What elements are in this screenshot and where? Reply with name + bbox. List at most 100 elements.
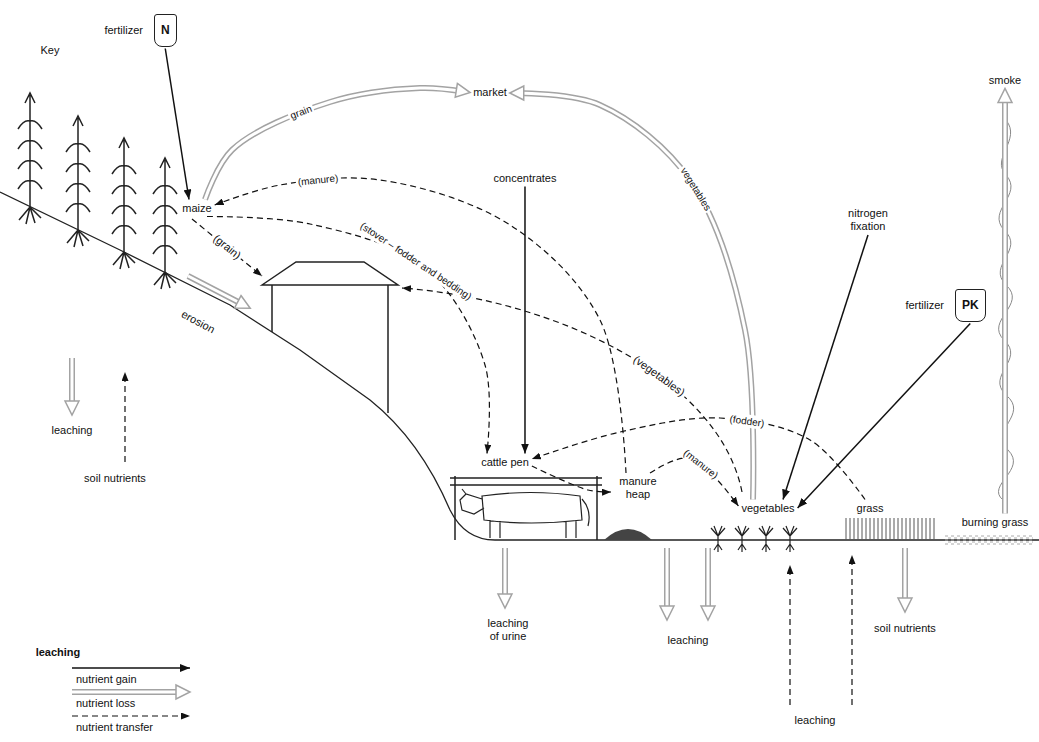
soil-nutrient-arrow xyxy=(789,565,790,705)
gain-connector xyxy=(798,324,971,509)
legend-label: nutrient gain xyxy=(76,673,137,685)
loss-connector xyxy=(205,88,463,200)
loss-arrow xyxy=(666,548,669,613)
trans-connector xyxy=(207,216,489,453)
burnt-grass xyxy=(945,535,1033,545)
maize-plant xyxy=(66,116,90,247)
callout-label: (grain) xyxy=(209,231,245,264)
flow-label: (manure) xyxy=(680,445,723,483)
key-gain-sample xyxy=(72,667,190,669)
gain-connector xyxy=(524,187,525,454)
flow-label: (manure) xyxy=(296,171,342,188)
node-label: market xyxy=(472,86,508,99)
key-transfer-sample xyxy=(72,715,190,716)
node-label: cattle pen xyxy=(480,456,530,469)
loss-arrow-outline xyxy=(72,358,905,613)
vegetable-plant xyxy=(711,526,725,552)
loss-arrow xyxy=(707,548,710,613)
connector-line xyxy=(783,235,868,500)
destination-label: market xyxy=(472,86,508,99)
callout-label: soil nutrients xyxy=(872,622,938,635)
callout-label: leaching xyxy=(793,714,838,727)
node-label: nitrogen fixation xyxy=(837,207,899,233)
connector-line xyxy=(207,216,489,453)
grass-blades xyxy=(845,518,937,540)
callout-label: soil nutrients xyxy=(82,472,148,485)
node-label: concentrates xyxy=(493,172,558,185)
callout-label: leaching xyxy=(50,424,95,437)
cattle-pen-frame xyxy=(450,476,602,540)
loss-arrow xyxy=(71,358,74,408)
trans-connector xyxy=(215,178,626,473)
flow-label: grain xyxy=(286,101,315,123)
erosion-arrow xyxy=(188,276,244,305)
node-label: vegetables xyxy=(740,502,795,515)
legend-entry: nutrient loss xyxy=(76,697,135,710)
connector-line xyxy=(524,187,526,454)
trans-connector xyxy=(532,418,865,500)
input-label: nitrogen fixation xyxy=(837,207,899,233)
loss-label: smoke xyxy=(988,74,1022,87)
bag-label: PK xyxy=(955,289,986,322)
loss-connector xyxy=(517,93,754,500)
crop-label: maize xyxy=(181,202,212,215)
vegetable-plant xyxy=(759,526,773,552)
grain-to-house-arrow xyxy=(192,219,262,276)
connector-line xyxy=(205,88,463,200)
callout-label: (vegetables) xyxy=(629,352,689,400)
loss-connector xyxy=(1005,96,1006,514)
callout-label: erosion xyxy=(177,307,218,337)
maize-plant xyxy=(153,158,177,289)
node-label: maize xyxy=(181,202,212,215)
key-loss-sample-outline xyxy=(72,689,183,695)
node-label: burning grass xyxy=(961,516,1030,529)
crop-label: vegetables xyxy=(740,502,795,515)
store-label: manure heap xyxy=(613,475,663,501)
cow xyxy=(460,489,589,538)
legend-label: nutrient loss xyxy=(76,697,135,709)
connector-line xyxy=(215,178,626,473)
manure-mound xyxy=(604,529,652,540)
gain-connector xyxy=(165,49,189,200)
connector-line xyxy=(517,93,754,500)
key-loss-sample xyxy=(72,691,183,694)
legend-entry: nutrient transfer xyxy=(76,721,153,734)
connector-outline xyxy=(1002,96,1008,514)
connector-group xyxy=(165,49,1005,514)
legend-entry: nutrient gain xyxy=(76,673,137,686)
input-label: concentrates xyxy=(493,172,558,185)
callout-label: leaching xyxy=(666,634,711,647)
flow-label: (stover – fodder and bedding) xyxy=(356,218,476,304)
connector-line xyxy=(532,418,865,500)
bag-label: N xyxy=(154,14,177,47)
maize-plant xyxy=(112,138,136,269)
connector-line xyxy=(1004,96,1007,514)
loss-arrow xyxy=(904,548,907,605)
node-label: fertilizer xyxy=(103,24,144,37)
connector-line xyxy=(165,49,189,200)
crop-label: grass xyxy=(856,502,885,515)
gain-connector xyxy=(783,235,868,500)
maize-plant xyxy=(18,93,42,224)
node-label: manure heap xyxy=(613,475,663,501)
loss-arrow xyxy=(504,548,507,601)
livestock-label: cattle pen xyxy=(480,456,530,469)
vegetables-to-house-arrow xyxy=(402,288,742,492)
erosion-arrow-outline xyxy=(188,276,244,305)
callout-label: Key xyxy=(39,44,62,57)
callout-label: leaching xyxy=(34,646,83,659)
connector-line xyxy=(532,466,611,492)
node-label: fertilizer xyxy=(904,299,945,312)
vegetable-plant xyxy=(783,526,797,552)
connector-outline xyxy=(205,88,463,200)
soil-nutrient-arrow xyxy=(851,555,852,705)
callout-label: leaching of urine xyxy=(482,617,534,643)
vegetable-plant xyxy=(735,526,749,552)
connector-line xyxy=(798,324,971,509)
fertilizer-bag: fertilizer PK xyxy=(904,289,985,322)
